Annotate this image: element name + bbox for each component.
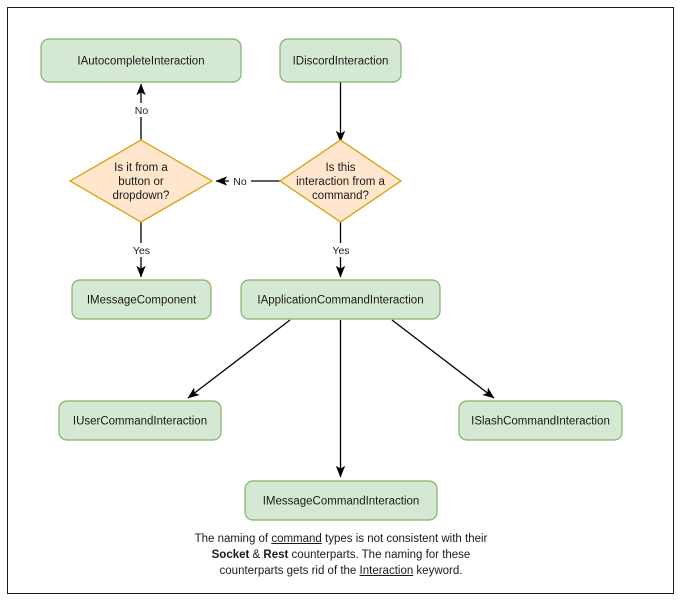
footnote-line-3: counterparts gets rid of the Interaction… xyxy=(0,563,682,579)
footnote-line-1: The naming of command types is not consi… xyxy=(0,531,682,547)
node-decision-button-or-dropdown[interactable]: Is it from a button or dropdown? xyxy=(68,139,214,223)
edge-label-bg-button-yes xyxy=(127,243,155,257)
footnote-bold-rest: Rest xyxy=(263,549,289,561)
edge-label-command-yes: Yes xyxy=(332,245,349,257)
footnote-line1-text-b: types is not consistent with their xyxy=(321,533,488,545)
edge-label-bg-command-no xyxy=(229,174,251,188)
edge-application-command-to-slash-command xyxy=(391,319,495,399)
node-autocomplete-interaction[interactable]: IAutocompleteInteraction xyxy=(40,38,242,83)
node-decision-button-line2: button or xyxy=(118,176,164,188)
node-application-command-interaction-label: IApplicationCommandInteraction xyxy=(257,295,423,307)
node-autocomplete-interaction-shape[interactable] xyxy=(40,38,242,83)
node-decision-from-command-shape[interactable] xyxy=(278,139,403,223)
footnote-line2-text-rest: counterparts. The naming for these xyxy=(288,549,471,561)
footnote-bold-socket: Socket xyxy=(211,549,250,561)
footnote-ampersand: & xyxy=(249,549,264,561)
node-decision-command-line3: command? xyxy=(312,190,369,202)
node-discord-interaction-label: IDiscordInteraction xyxy=(293,56,389,68)
footnote-line-2: Socket & Rest counterparts. The naming f… xyxy=(0,547,682,563)
footnote-line3-text-a: counterparts gets rid of the xyxy=(219,565,360,577)
edge-label-bg-command-yes xyxy=(327,243,355,257)
edge-label-button-no: No xyxy=(135,105,149,117)
node-user-command-interaction-shape[interactable] xyxy=(58,400,222,441)
node-slash-command-interaction[interactable]: ISlashCommandInteraction xyxy=(458,400,623,441)
node-message-command-interaction-shape[interactable] xyxy=(244,480,438,521)
node-slash-command-interaction-shape[interactable] xyxy=(458,400,623,441)
node-decision-command-line2: interaction from a xyxy=(296,176,385,188)
node-user-command-interaction-label: IUserCommandInteraction xyxy=(73,416,207,428)
node-decision-button-line1: Is it from a xyxy=(114,162,168,174)
edge-label-command-no: No xyxy=(233,176,247,188)
node-slash-command-interaction-label: ISlashCommandInteraction xyxy=(471,416,610,428)
node-user-command-interaction[interactable]: IUserCommandInteraction xyxy=(58,400,222,441)
footnote-line3-underline-interaction: Interaction xyxy=(359,565,414,577)
node-application-command-interaction-shape[interactable] xyxy=(240,279,441,320)
node-decision-from-command[interactable]: Is this interaction from a command? xyxy=(278,139,403,223)
node-autocomplete-interaction-label: IAutocompleteInteraction xyxy=(77,56,204,68)
edge-label-bg-button-no xyxy=(130,103,153,117)
footnote-line1-text-a: The naming of xyxy=(194,533,272,545)
node-decision-button-or-dropdown-shape[interactable] xyxy=(68,139,214,223)
node-decision-button-line3: dropdown? xyxy=(113,190,170,202)
footnote-note: The naming of command types is not consi… xyxy=(0,531,682,579)
node-message-component-label: IMessageComponent xyxy=(87,295,197,307)
node-discord-interaction[interactable]: IDiscordInteraction xyxy=(279,38,402,83)
node-message-command-interaction[interactable]: IMessageCommandInteraction xyxy=(244,480,438,521)
node-message-command-interaction-label: IMessageCommandInteraction xyxy=(263,496,420,508)
node-message-component[interactable]: IMessageComponent xyxy=(71,279,212,320)
node-discord-interaction-shape[interactable] xyxy=(279,38,402,83)
footnote-line3-text-b: keyword. xyxy=(413,565,463,577)
node-application-command-interaction[interactable]: IApplicationCommandInteraction xyxy=(240,279,441,320)
edge-application-command-to-user-command xyxy=(187,319,291,399)
footnote-line1-underline-command: command xyxy=(271,533,322,545)
node-decision-command-line1: Is this xyxy=(325,162,355,174)
node-message-component-shape[interactable] xyxy=(71,279,212,320)
edge-label-button-yes: Yes xyxy=(133,245,150,257)
